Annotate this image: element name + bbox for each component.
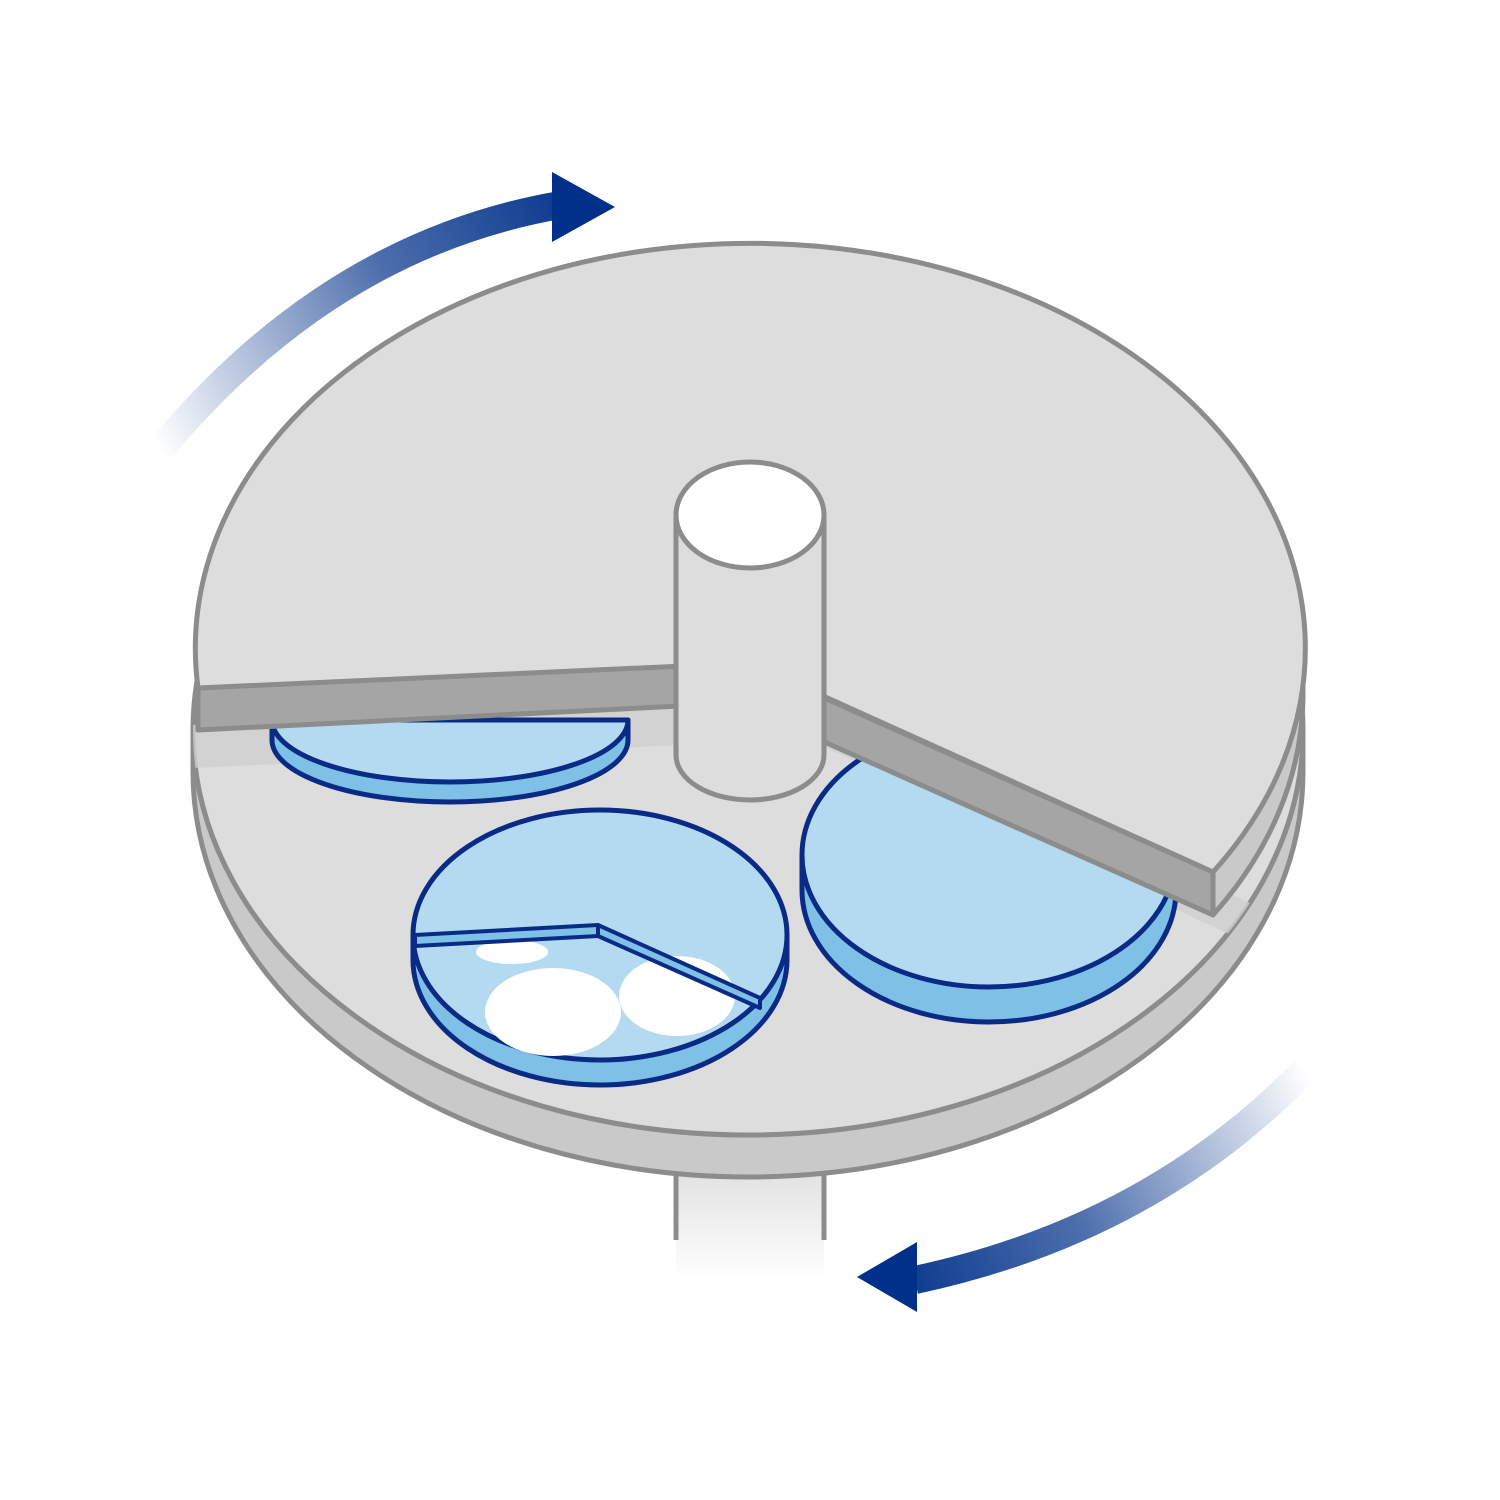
hole-small [476, 940, 548, 964]
curved-arrow-clockwise-icon [149, 172, 615, 459]
curved-arrow-return-icon [857, 1060, 1316, 1312]
center-spindle [673, 459, 827, 803]
lower-shaft [673, 1165, 827, 1280]
hole-large [485, 968, 621, 1056]
spindle-top [673, 459, 827, 571]
wafer-right [799, 720, 1179, 1025]
wafer-front [410, 807, 790, 1088]
wafer-back-left [269, 717, 631, 805]
